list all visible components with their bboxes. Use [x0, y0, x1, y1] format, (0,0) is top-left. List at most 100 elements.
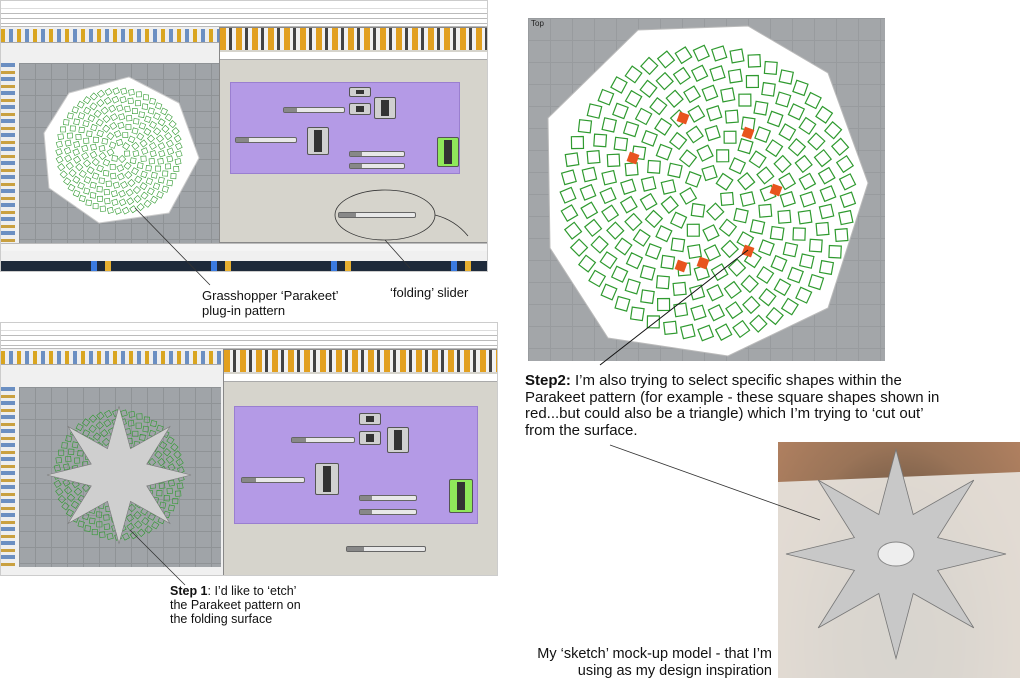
gh-height-slider[interactable] — [349, 163, 405, 169]
pattern-cell — [140, 170, 148, 179]
pattern-cell — [97, 195, 103, 202]
pattern-cell — [96, 411, 105, 421]
pattern-cell — [170, 173, 177, 180]
pattern-cell — [716, 149, 730, 163]
pattern-cell — [73, 118, 81, 126]
gh-canvas-toolbar[interactable] — [224, 374, 497, 382]
viewport-label: Top — [531, 19, 544, 28]
pattern-cell — [65, 455, 72, 463]
gh-count-slider[interactable] — [349, 151, 405, 157]
pattern-cell — [166, 147, 175, 155]
pattern-cell — [583, 218, 603, 238]
rhino-top-viewport-large[interactable]: Top — [528, 18, 885, 361]
pattern-cell — [139, 182, 148, 191]
pattern-cell — [655, 71, 674, 91]
pattern-cell — [95, 421, 104, 430]
gh-component[interactable] — [374, 97, 396, 119]
pattern-cell — [706, 202, 725, 221]
rhino-side-toolbar[interactable] — [1, 63, 15, 243]
pattern-cell — [798, 172, 817, 191]
gh-number-slider[interactable] — [291, 437, 355, 443]
pattern-cell — [704, 124, 721, 142]
pattern-cell — [86, 166, 95, 175]
folding-slider[interactable] — [338, 212, 416, 218]
pattern-cell — [795, 286, 813, 304]
pattern-cell — [173, 165, 180, 173]
pattern-cell — [701, 164, 718, 182]
gh-component-tabs[interactable] — [220, 28, 487, 50]
pattern-cell — [838, 173, 857, 191]
pattern-cell — [106, 132, 115, 141]
gh-component[interactable] — [349, 87, 371, 97]
pattern-cell — [665, 89, 684, 108]
pattern-cell — [813, 148, 833, 168]
selected-square[interactable] — [769, 183, 783, 197]
pattern-cell — [117, 121, 125, 129]
selected-square[interactable] — [626, 151, 640, 165]
pattern-cell — [157, 158, 164, 165]
pattern-cell — [148, 142, 157, 150]
sketch-model-annotation: My ‘sketch’ mock-up model - that I’m usi… — [480, 646, 772, 680]
gh-component[interactable] — [307, 127, 329, 155]
pattern-cell — [649, 97, 668, 116]
pattern-cell — [129, 157, 137, 165]
pattern-cell — [53, 464, 61, 472]
rhino-toolbar[interactable] — [1, 351, 221, 365]
step2-annotation: Step2: I’m also trying to select specifi… — [525, 372, 939, 439]
pattern-cell — [171, 127, 180, 136]
pattern-cell — [778, 69, 795, 85]
gh-component[interactable] — [359, 431, 381, 445]
rhino-top-viewport[interactable] — [19, 63, 219, 243]
selected-square[interactable] — [676, 111, 690, 125]
gh-height-slider[interactable] — [359, 509, 417, 515]
gh-component[interactable] — [315, 463, 339, 495]
rhino-toolbar[interactable] — [1, 29, 221, 43]
pattern-cell — [134, 520, 143, 529]
gh-canvas-toolbar[interactable] — [220, 52, 487, 60]
pattern-cell — [773, 154, 792, 174]
pattern-cell — [55, 456, 63, 464]
rhino-viewport[interactable] — [19, 387, 221, 567]
selected-square[interactable] — [741, 126, 755, 140]
gh-number-slider[interactable] — [241, 477, 305, 483]
pattern-cell — [773, 278, 792, 297]
folded-star-surface — [46, 405, 192, 545]
pattern-cell — [106, 148, 115, 157]
pattern-cell — [65, 508, 74, 517]
pattern-cell — [166, 487, 173, 495]
folding-slider[interactable] — [346, 546, 426, 552]
gh-number-slider[interactable] — [283, 107, 345, 113]
gh-parakeet-component[interactable] — [449, 479, 473, 513]
pattern-cell — [782, 241, 799, 258]
gh-component[interactable] — [349, 103, 371, 115]
pattern-cell — [96, 164, 104, 173]
pattern-cell — [65, 435, 73, 443]
pattern-cell — [127, 503, 137, 513]
pattern-cell — [83, 137, 90, 144]
pattern-cell — [624, 65, 643, 84]
pattern-cell — [96, 129, 104, 138]
pattern-cell — [70, 500, 80, 509]
gh-component[interactable] — [359, 413, 381, 425]
pattern-cell — [109, 172, 117, 180]
pattern-cell — [99, 531, 106, 538]
gh-parakeet-component[interactable] — [437, 137, 459, 167]
rhino-side-toolbar[interactable] — [1, 387, 15, 567]
gh-component-tabs[interactable] — [224, 350, 497, 372]
pattern-cell — [64, 139, 72, 147]
pattern-cell — [815, 221, 830, 236]
pattern-cell — [95, 118, 104, 127]
pattern-cell — [62, 463, 71, 471]
gh-count-slider[interactable] — [359, 495, 417, 501]
pattern-cell — [55, 487, 64, 496]
pattern-surface — [43, 76, 200, 224]
pattern-cell — [132, 430, 139, 437]
pattern-cell — [622, 120, 640, 138]
pattern-cell — [128, 88, 135, 96]
pattern-cell — [158, 482, 166, 489]
pattern-cell — [766, 110, 784, 128]
pattern-cell — [819, 185, 837, 203]
pattern-cell — [606, 153, 621, 168]
gh-number-slider[interactable] — [235, 137, 297, 143]
gh-component[interactable] — [387, 427, 409, 453]
